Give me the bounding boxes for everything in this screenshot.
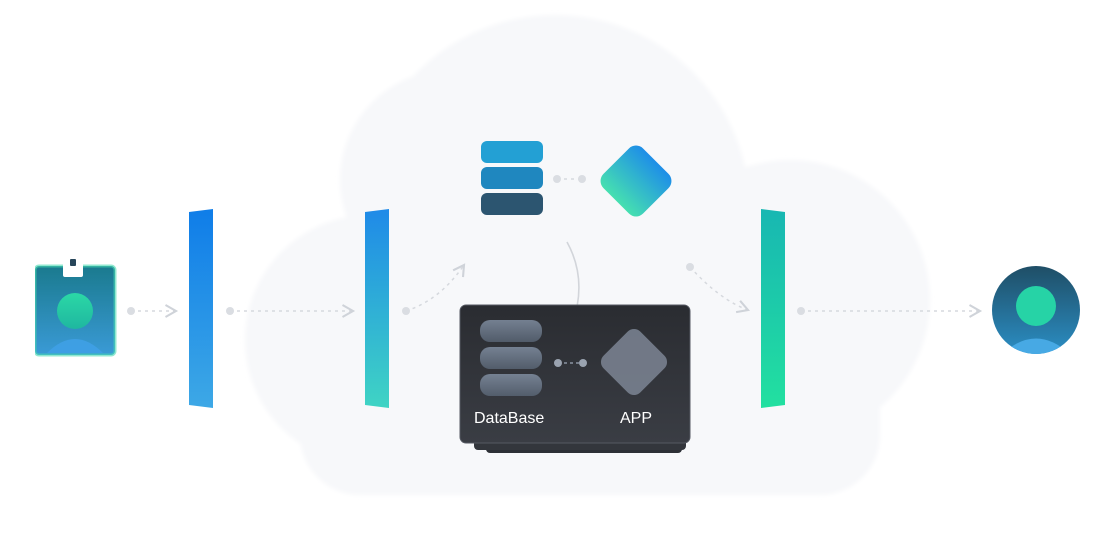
id-badge-icon — [35, 255, 117, 357]
diamond-app-icon — [600, 145, 672, 217]
proxy-bar — [761, 209, 785, 408]
firewall-bar — [365, 209, 389, 408]
gateway-bar — [189, 209, 213, 408]
database-icon — [481, 141, 543, 215]
database-label: DataBase — [474, 410, 545, 427]
user-avatar-icon — [992, 266, 1080, 354]
server-panel — [459, 304, 691, 453]
app-label: APP — [620, 410, 653, 427]
